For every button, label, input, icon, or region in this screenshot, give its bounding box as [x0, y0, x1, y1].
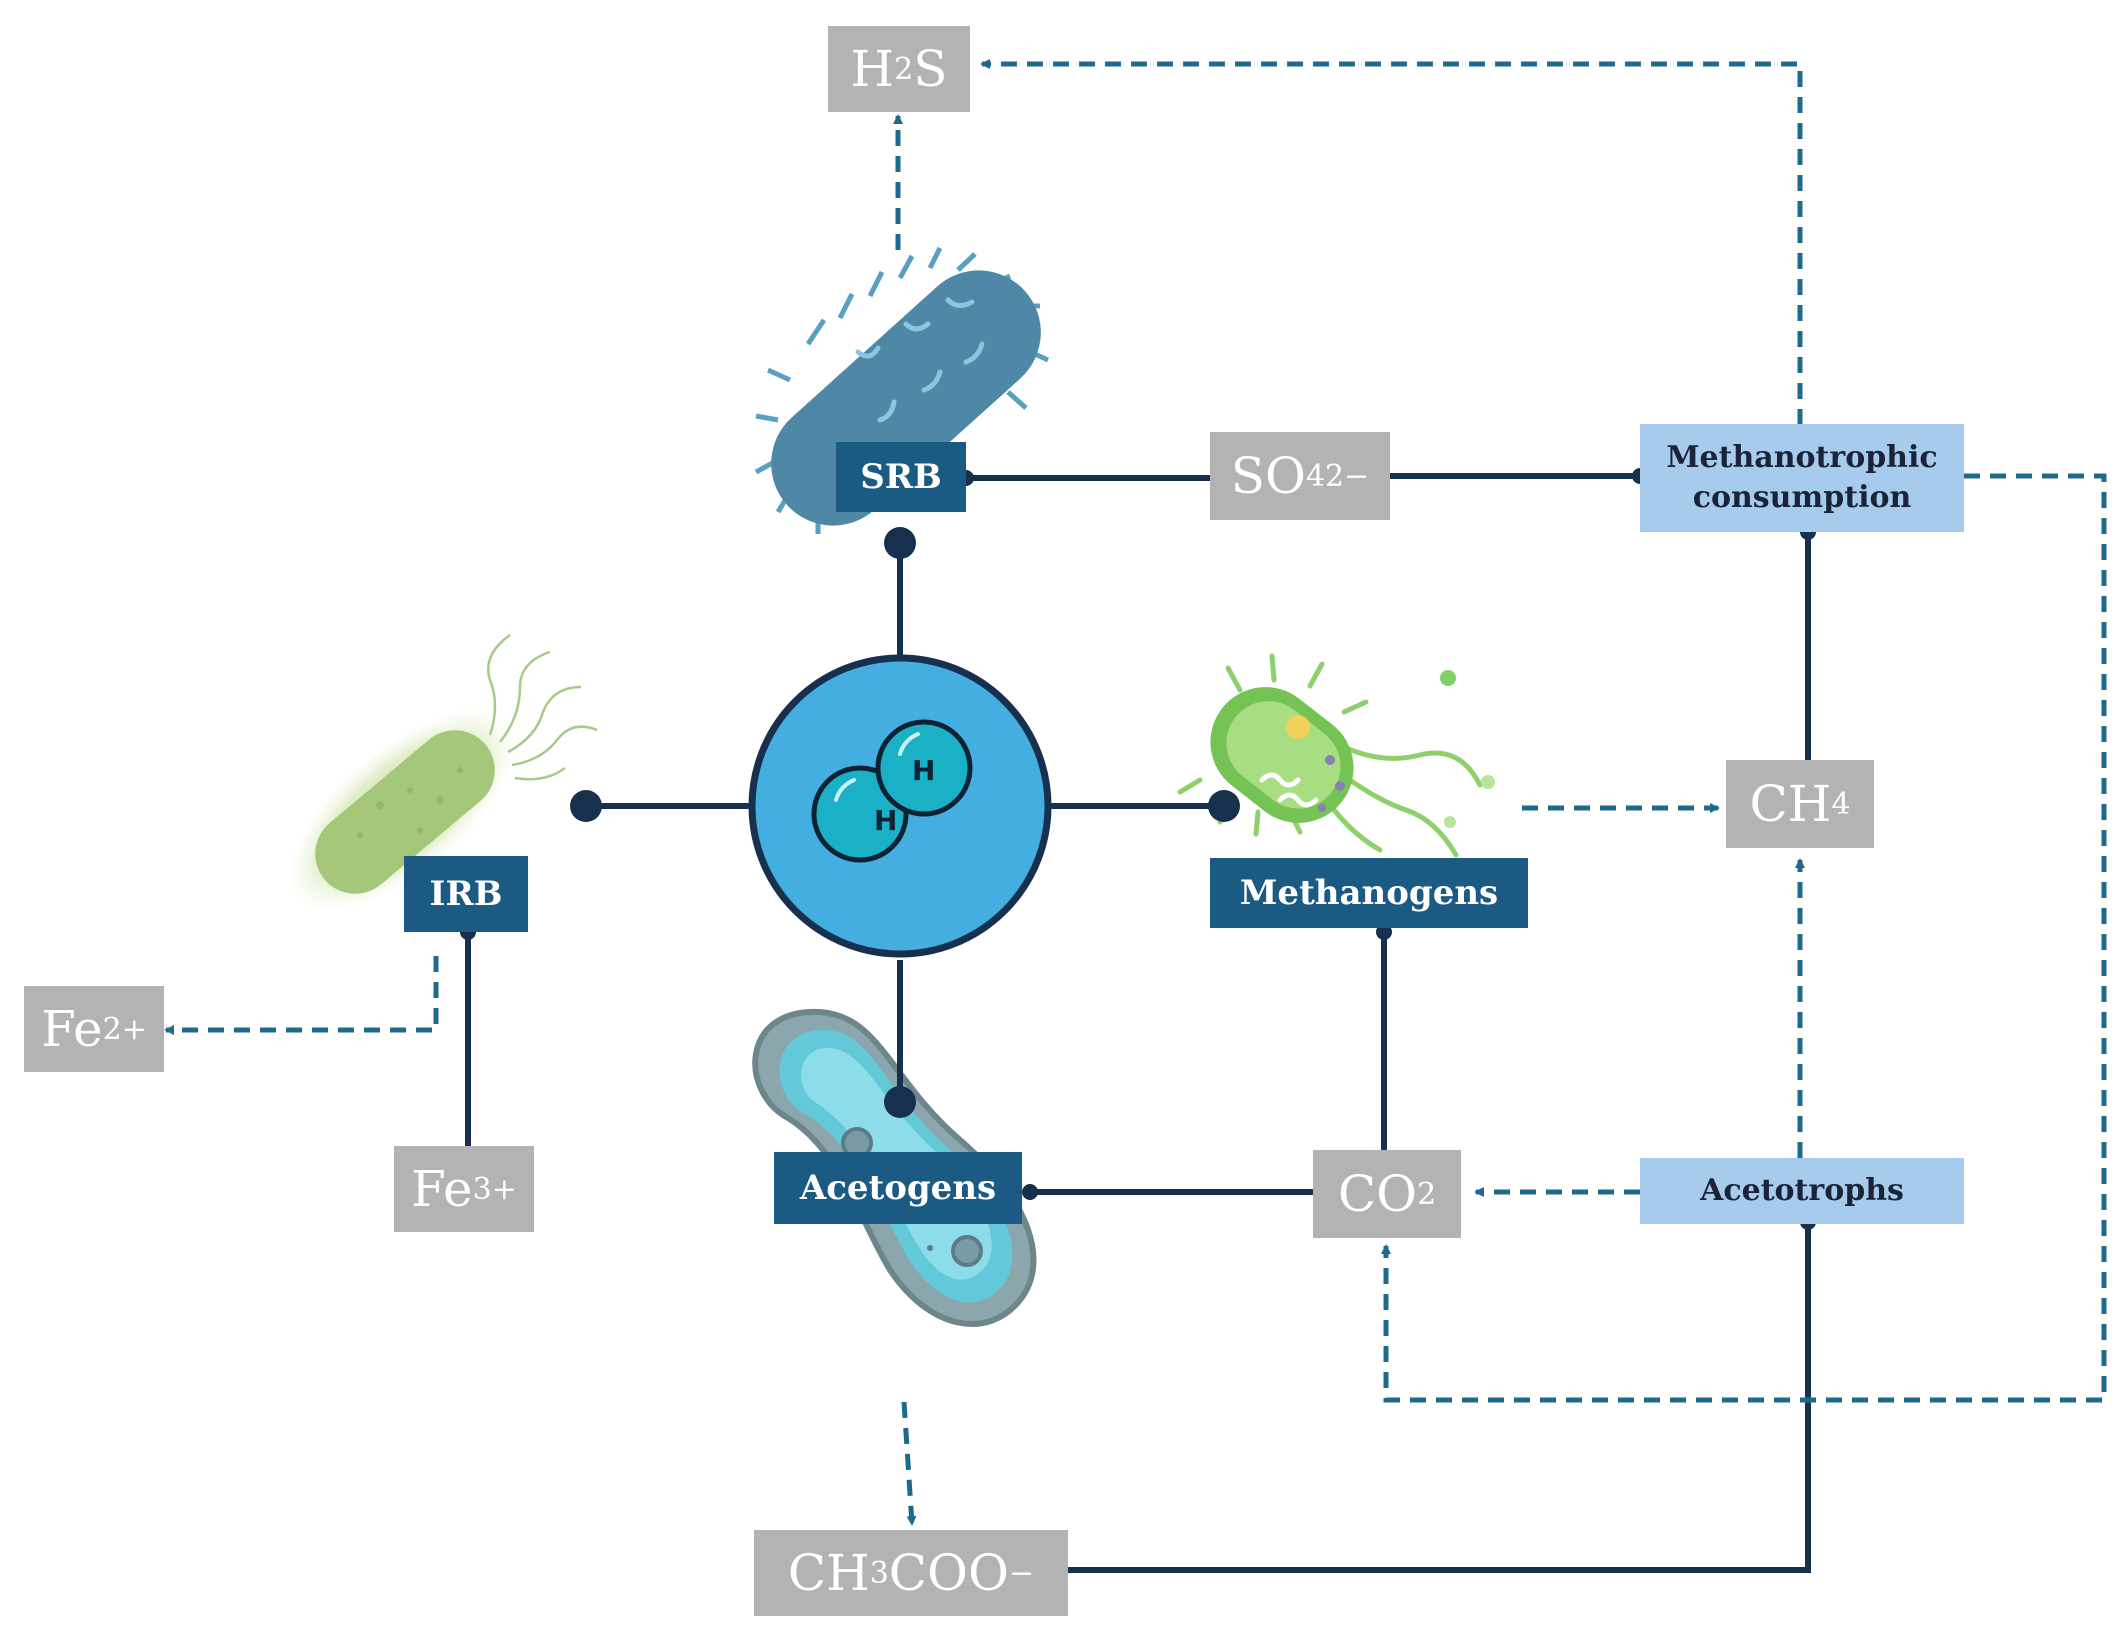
h2s-part-b: S [913, 40, 948, 98]
sulfate-charge: 2− [1325, 458, 1370, 494]
methanogen-icon [1177, 653, 1495, 858]
solid-connectors [465, 473, 1811, 1573]
fe2-part-a: Fe [41, 1000, 103, 1058]
sulfate-part-a: SO [1230, 447, 1306, 505]
hydrogen-atom-b: H [874, 804, 897, 837]
fe2-charge: 2+ [102, 1011, 147, 1047]
acetate-part-a: CH [787, 1544, 870, 1602]
h2s-part-a: H [850, 40, 895, 98]
dashed-arrows [164, 59, 2107, 1526]
co2-subscript: 2 [1417, 1176, 1437, 1212]
hydrogen-molecule-icon: H H [748, 654, 1052, 958]
acetotrophs-label: Acetotrophs [1640, 1158, 1964, 1224]
methanotrophic-consumption-label: Methanotrophic consumption [1640, 424, 1964, 532]
hydrogen-atom-a: H [912, 754, 935, 787]
sulfate-subscript: 4 [1305, 458, 1326, 494]
acetate-subscript: 3 [869, 1555, 889, 1591]
irb-bacterium-icon [287, 633, 598, 912]
acetate-part-b: COO [888, 1544, 1010, 1602]
h2s-subscript: 2 [894, 51, 914, 87]
fe3-part-a: Fe [411, 1160, 473, 1218]
methanotrophic-line1: Methanotrophic [1666, 439, 1938, 475]
methanotrophic-line2: consumption [1692, 480, 1912, 515]
connector-dots [460, 468, 1816, 1230]
acetogens-label: Acetogens [774, 1152, 1022, 1224]
acetate-charge: − [1009, 1555, 1035, 1591]
methane-part-a: CH [1749, 775, 1832, 833]
srb-label: SRB [836, 442, 966, 512]
methane-subscript: 4 [1831, 786, 1851, 822]
fe3-charge: 3+ [472, 1171, 517, 1207]
co2-part-a: CO [1337, 1165, 1418, 1223]
methanogens-label: Methanogens [1210, 858, 1528, 928]
irb-label: IRB [404, 856, 528, 932]
